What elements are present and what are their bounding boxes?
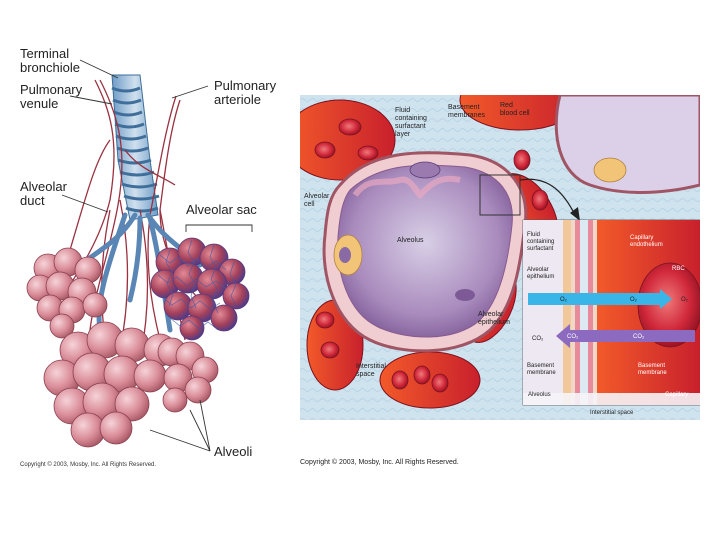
label-line: membrane [638,370,667,376]
terminal-bronchiole [111,74,160,221]
label-line: membrane [527,370,556,376]
label-interstitial-space: Interstitial space [356,363,386,379]
inset-label-alveolus: Alveolus [528,392,551,398]
inset-panel [522,219,700,406]
label-line: Red [500,102,513,109]
bronchiole-alveoli-illustration [26,59,253,452]
label-line: epithelium [478,319,510,326]
label-line: space [356,371,375,378]
label-pulmonary-arteriole: Pulmonary arteriole [214,79,276,107]
label-line: duct [20,193,45,208]
label-line: venule [20,96,59,111]
label-line: containing [527,239,555,245]
inset-label-fluid-surfactant: Fluid containing surfactant [527,232,554,253]
label-red-blood-cell: Red blood cell [500,102,530,118]
alveolar-cell-secondary [593,157,627,183]
label-line: membranes [448,112,485,119]
zoom-box [479,174,521,216]
label-alveolar-epithelium: Alveolar epithelium [478,311,510,327]
label-line: Fluid [395,107,411,114]
co2-arrow [556,324,695,348]
label-line: Pulmonary [20,82,83,97]
label-alveolus: Alveolus [397,237,424,244]
alveolus-main [322,151,528,353]
label-line: cell [304,201,315,208]
copyright-left: Copyright © 2003, Mosby, Inc. All Rights… [20,462,157,468]
label-line: Basement [638,363,666,369]
inset-label-co2-2: CO₂ [567,334,579,340]
inset-label-interstitial-space: Interstitial space [590,410,634,416]
right-figure: Fluid containing surfactant layer Baseme… [300,95,700,420]
label-line: Capillary [630,235,654,241]
inset-label-co2-3: CO₂ [633,334,645,340]
label-line: Alveolar [20,179,67,194]
inset-label-capillary: Capillary [665,392,689,398]
label-line: Alveolar [304,193,330,200]
inset-label-o2-2: O₂ [630,297,637,303]
label-pulmonary-venule: Pulmonary venule [20,83,82,111]
label-line: Alveolar [527,267,549,273]
label-line: surfactant [395,123,426,130]
alveolar-sac-cluster [150,237,250,341]
alveolus-cross-section-illustration [300,95,700,420]
label-terminal-bronchiole: Terminal bronchiole [20,47,80,75]
label-alveolar-sac: Alveolar sac [186,202,257,217]
label-alveoli: Alveoli [214,444,253,459]
zoom-arrow [519,178,576,216]
inset-label-alveolar-epithelium: Alveolar epithelium [527,267,554,281]
inset-label-rbc: RBC [672,266,685,272]
alveoli-cluster-bottom [43,321,219,448]
label-line: arteriole [214,92,261,107]
label-line: Pulmonary [214,78,277,93]
o2-arrow [528,289,672,309]
inset-label-o2-3: O₂ [681,297,688,303]
inset-label-basement-membrane-right: Basement membrane [638,363,667,377]
label-line: Basement [448,104,480,111]
inset-label-basement-membrane-left: Basement membrane [527,363,556,377]
inset-label-o2-1: O₂ [560,297,567,303]
label-basement-membranes: Basement membranes [448,104,485,120]
label-alveolar-duct: Alveolar duct [20,180,67,208]
alveoli-cluster-left [26,247,108,339]
label-line: Interstitial [356,363,386,370]
alveolus-secondary [554,95,700,194]
label-line: bronchiole [20,60,80,75]
label-line: Alveolar [478,311,504,318]
label-alveolar-cell: Alveolar cell [304,193,329,209]
leader-lines [61,59,253,452]
label-line: containing [395,115,427,122]
copyright-right: Copyright © 2003, Mosby, Inc. All Rights… [300,459,459,466]
label-fluid-surfactant-layer: Fluid containing surfactant layer [395,107,427,139]
label-line: epithelium [527,274,555,280]
label-line: surfactant [527,246,554,252]
left-figure: Terminal bronchiole Pulmonary venule Pul… [0,0,290,480]
label-line: blood cell [500,110,530,117]
inset-label-co2-1: CO₂ [532,336,544,342]
label-line: Basement [527,363,555,369]
label-line: layer [395,131,411,138]
label-line: Fluid [527,232,541,238]
capillary-network [157,239,237,331]
label-line: endothelium [630,242,663,248]
inset-label-capillary-endothelium: Capillary endothelium [630,235,663,249]
label-line: Terminal [20,46,70,61]
